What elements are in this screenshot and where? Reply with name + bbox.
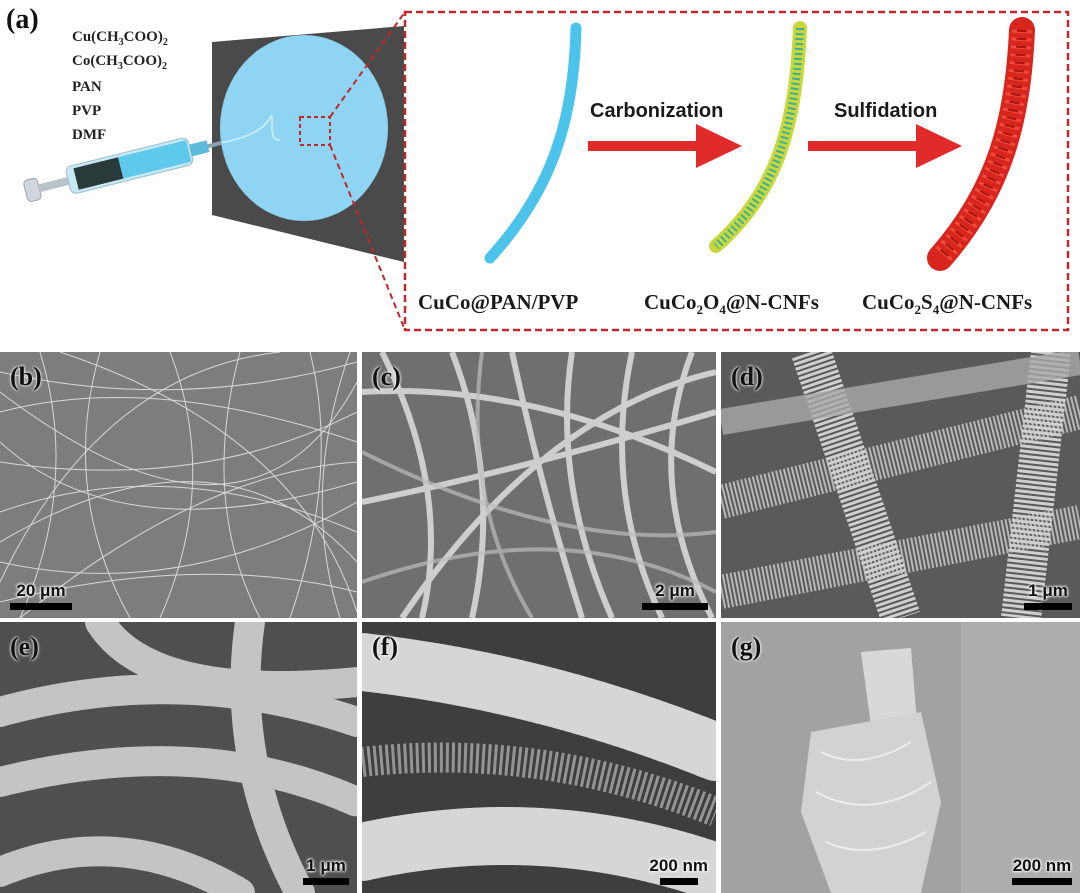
scale-bar-e: 1 μm — [303, 856, 349, 885]
scale-bar-c: 2 μm — [642, 581, 708, 610]
scale-text-b: 20 μm — [16, 581, 66, 600]
zoom-frame — [329, 10, 1070, 332]
arrow-carbonization — [588, 124, 742, 168]
reagent-pvp: PVP — [72, 103, 102, 119]
panel-c-label: (c) — [372, 362, 401, 391]
fiber2-label: CuCo2O4@N-CNFs — [644, 290, 819, 318]
scale-text-e: 1 μm — [306, 856, 346, 875]
panel-g-label: (g) — [731, 632, 762, 661]
panel-d-label: (d) — [731, 362, 763, 391]
panel-e-label: (e) — [10, 632, 39, 661]
fiber3-label: CuCo2S4@N-CNFs — [862, 290, 1033, 318]
scale-bar-f: 200 nm — [649, 856, 708, 885]
reagent-dmf: DMF — [72, 127, 107, 143]
scale-bar-b: 20 μm — [10, 581, 72, 610]
scale-text-c: 2 μm — [655, 581, 695, 600]
panel-g: (g) 200 nm — [721, 622, 1080, 893]
panel-f-label: (f) — [372, 632, 398, 661]
scale-bar-g: 200 nm — [1012, 856, 1072, 885]
collector-disk — [220, 35, 388, 221]
reagent-cu-acetate: Cu(CH3COO)2 — [72, 29, 168, 48]
fiber-blue — [484, 22, 582, 264]
panel-e: (e) 1 μm — [0, 622, 357, 893]
spinning-jet — [213, 115, 281, 145]
electrospinning-illustration — [23, 26, 404, 262]
arrow-sulfidation — [808, 124, 962, 168]
step-carbonization-label: Carbonization — [590, 100, 724, 122]
fiber1-label: CuCo@PAN/PVP — [418, 290, 579, 314]
step-sulfidation-label: Sulfidation — [834, 100, 938, 122]
dashed-frame — [403, 10, 1070, 332]
panel-d: (d) 1 μm — [721, 352, 1080, 618]
reagent-list: Cu(CH3COO)2 Co(CH3COO)2 PAN PVP DMF — [72, 30, 212, 150]
scale-text-f: 200 nm — [649, 856, 708, 875]
panel-b-label: (b) — [10, 362, 42, 391]
scale-text-g: 200 nm — [1012, 856, 1072, 875]
selection-box — [299, 116, 331, 146]
panel-f: (f) 200 nm — [362, 622, 716, 893]
panel-a-label: (a) — [6, 4, 39, 35]
panel-b: (b) 20 μm — [0, 352, 357, 618]
reagent-pan: PAN — [72, 79, 102, 95]
scale-text-d: 1 μm — [1028, 581, 1068, 600]
panel-c: (c) 2 μm — [362, 352, 716, 618]
reagent-co-acetate: Co(CH3COO)2 — [72, 53, 167, 72]
scale-bar-d: 1 μm — [1024, 581, 1072, 610]
syringe — [23, 137, 223, 202]
fiber-green — [709, 21, 807, 253]
